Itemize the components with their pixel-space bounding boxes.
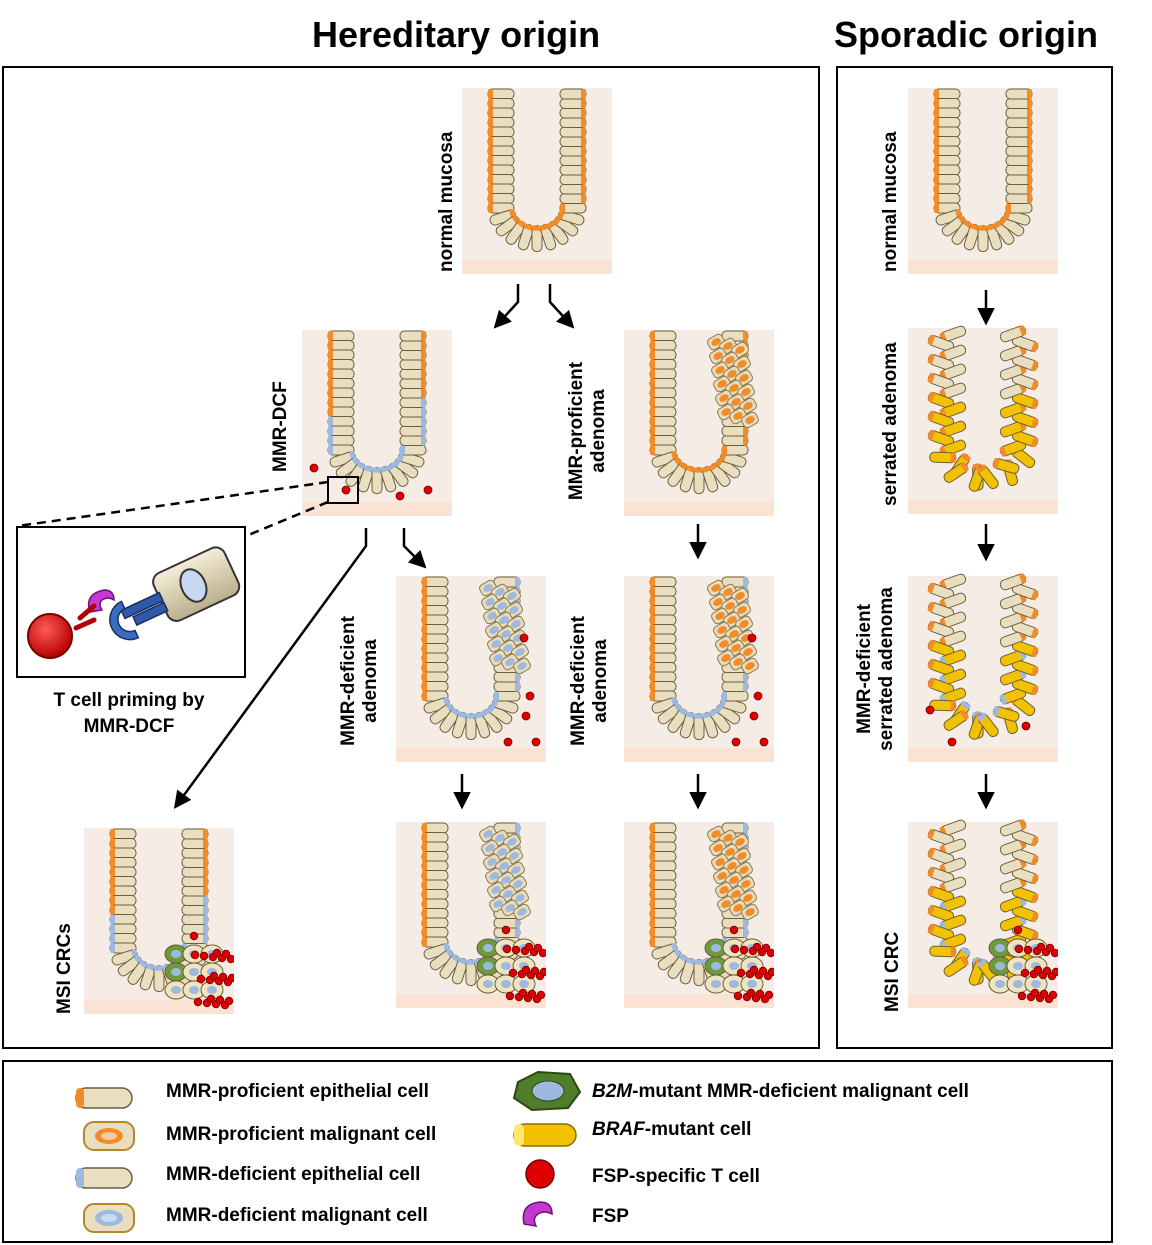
tissue-base [624,748,774,762]
label-mmr-proficient-adenoma-line1: MMR-proficient [566,361,587,501]
crypt-illustration [396,576,546,762]
crypt-illustration [908,88,1058,274]
t-cell-priming-inset [16,526,246,678]
label-mmr-deficient-adenoma-b-line1: MMR-deficient [568,616,589,746]
legend-icon-fsp-svg [522,1201,553,1227]
crypt-normal-mucosa-sporadic [908,78,1058,278]
legend-label-b2m-mutant: B2M-mutant MMR-deficient malignant cell [592,1081,969,1103]
legend-icon-deficient-epithelial [74,1158,154,1207]
crypt-mmr-deficient-adenoma-b [624,566,774,766]
tissue-base [908,260,1058,274]
crypt-illustration [908,819,1058,1008]
legend-label-proficient-malignant: MMR-proficient malignant cell [166,1124,437,1145]
t-cell-priming-illustration [27,546,241,659]
legend [2,1060,1113,1243]
label-msi-crc-sporadic: MSI CRC [882,931,903,1012]
label-normal-mucosa-sporadic: normal mucosa [880,131,901,272]
legend-label-b2m-italic: B2M [592,1081,633,1102]
tissue-base [302,502,452,516]
crypt-serrated-adenoma [908,318,1058,518]
sporadic-frame [836,66,1113,1049]
legend-icon-b2m-mutant [508,1068,588,1117]
tissue-base [624,502,774,516]
tcr-receptor [73,603,97,631]
legend-icon-proficient-epithelial [74,1078,154,1127]
crypt-illustration [84,828,234,1014]
label-normal-mucosa-hereditary: normal mucosa [436,131,457,272]
crypt-illustration [624,330,774,516]
legend-label-braf-mutant: BRAF-mutant cell [592,1119,751,1141]
legend-icon-braf-mutant-svg [513,1123,577,1147]
crypt-illustration [396,822,546,1008]
legend-icon-braf-mutant [510,1116,590,1165]
inset-caption-line1: T cell priming by [53,690,205,711]
label-mmr-def-serrated-line2: serrated adenoma [875,587,897,751]
legend-label-proficient-epithelial: MMR-proficient epithelial cell [166,1081,429,1102]
crypt-illustration [908,325,1058,514]
legend-icon-t-cell-svg [525,1159,555,1189]
label-mmr-def-serrated-line1: MMR-deficient [854,604,875,734]
crypt-illustration [908,573,1058,762]
inset-caption-line2: MMR-DCF [83,715,175,737]
label-msi-crcs: MSI CRCs [54,923,75,1014]
legend-icon-proficient-epithelial-svg [75,1087,133,1109]
crypt-msi-crc-sporadic [908,812,1058,1012]
legend-label-braf-rest: -mutant cell [644,1119,752,1140]
label-serrated-adenoma: serrated adenoma [880,342,901,506]
legend-label-deficient-malignant: MMR-deficient malignant cell [166,1205,428,1226]
legend-icon-deficient-epithelial-svg [75,1167,133,1189]
legend-label-braf-italic: BRAF [592,1119,645,1140]
crypt-msi-crc-dcf [84,818,234,1018]
crypt-msi-crc-adenoma-b [624,812,774,1012]
legend-icon-proficient-malignant [80,1112,160,1161]
legend-icon-proficient-malignant-svg [83,1121,135,1151]
label-mmr-deficient-serrated-adenoma: MMR-deficient serrated adenoma [854,576,898,762]
legend-label-t-cell: FSP-specific T cell [592,1166,760,1187]
crypt-illustration [302,330,452,516]
legend-icon-deficient-malignant [80,1194,160,1243]
label-mmr-deficient-adenoma-a-line1: MMR-deficient [338,616,359,746]
label-mmr-dcf: MMR-DCF [270,381,291,472]
crypt-msi-crc-adenoma-a [396,812,546,1012]
sporadic-title: Sporadic origin [834,14,1099,55]
label-mmr-deficient-adenoma-b-line2: adenoma [589,639,611,723]
hereditary-title: Hereditary origin [312,14,601,55]
crypt-illustration [462,88,612,274]
tissue-base [908,748,1058,762]
crypt-mmr-dcf [302,320,452,520]
hereditary-frame [2,66,820,1049]
legend-icon-fsp [518,1194,598,1243]
label-mmr-deficient-adenoma-a-line2: adenoma [359,639,381,723]
label-mmr-proficient-adenoma: MMR-proficient adenoma [566,350,610,512]
crypt-normal-mucosa-hereditary [462,78,612,278]
crypt-illustration [624,576,774,762]
t-cell-icon [27,613,73,659]
crypt-mmr-deficient-adenoma-a [396,566,546,766]
tissue-base [396,748,546,762]
inset-caption: T cell priming by MMR-DCF [24,688,234,739]
legend-label-b2m-rest: -mutant MMR-deficient malignant cell [632,1081,969,1102]
legend-label-deficient-epithelial: MMR-deficient epithelial cell [166,1164,421,1185]
crypt-illustration [624,822,774,1008]
mhc-molecule [109,600,140,641]
legend-label-fsp: FSP [592,1206,629,1227]
crypt-mmr-proficient-adenoma [624,320,774,520]
legend-icon-deficient-malignant-svg [83,1203,135,1233]
tissue-base [462,260,612,274]
crypt-mmr-deficient-serrated-adenoma [908,566,1058,766]
label-mmr-deficient-adenoma-b: MMR-deficient adenoma [568,600,612,762]
label-mmr-deficient-adenoma-a: MMR-deficient adenoma [338,600,382,762]
label-mmr-proficient-adenoma-line2: adenoma [587,389,609,473]
tissue-base [908,500,1058,514]
legend-icon-b2m-mutant-svg [512,1070,582,1112]
legend-icon-t-cell [520,1152,600,1201]
